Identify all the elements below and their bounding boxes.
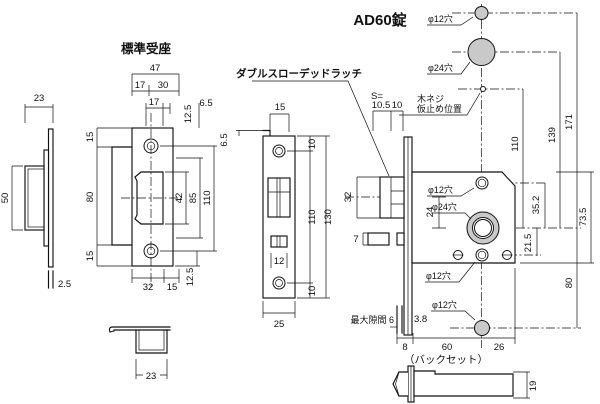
label-hole24-body: φ24穴 bbox=[432, 201, 457, 212]
body-hole-12-top bbox=[475, 176, 489, 190]
product-title: AD60錠 bbox=[353, 11, 406, 29]
dim-body-s2: 10 bbox=[392, 100, 403, 111]
dim-body-v171: 171 bbox=[564, 114, 575, 130]
body-hole-12-lower bbox=[475, 248, 489, 262]
label-hole24-top: φ24穴 bbox=[428, 62, 453, 73]
deadlatch-trigger-inner bbox=[396, 232, 405, 246]
latch-front-view: ダブルスローデッドラッチ 6.5 15 12 25 10 110 130 10 bbox=[219, 67, 390, 330]
prep-hole-24 bbox=[467, 38, 496, 66]
bolt-side-body bbox=[413, 370, 514, 397]
dim-body-s1: 10.5 bbox=[372, 100, 391, 111]
latch-bolt bbox=[379, 176, 405, 219]
prep-hole-12-bottom bbox=[474, 320, 490, 336]
strike-title: 標準受座 bbox=[121, 41, 172, 56]
dim-latch-holes110: 110 bbox=[307, 209, 318, 224]
label-hole12-body-lower: φ12穴 bbox=[426, 270, 451, 281]
dim-strike-cut-w: 17 bbox=[149, 97, 160, 108]
label-hole12-top: φ12穴 bbox=[428, 13, 453, 24]
dim-strike-left80: 80 bbox=[85, 192, 96, 203]
latch-trigger-opening bbox=[270, 235, 288, 248]
label-s-prefix: S= bbox=[371, 91, 383, 102]
latch-bolt-opening bbox=[267, 177, 291, 218]
dim-latch-lip: 6.5 bbox=[219, 133, 230, 146]
latch-screw-hole-bottom bbox=[272, 276, 286, 290]
dim-strike-holes110: 110 bbox=[202, 190, 213, 205]
dim-strike-side-width: 23 bbox=[34, 93, 45, 104]
dim-strike-left15t: 15 bbox=[85, 132, 96, 143]
lock-body-view: AD60錠 S= 10.5 10 32 7 24 bbox=[343, 4, 594, 366]
label-wood-screw-1: 木ネジ bbox=[417, 93, 444, 104]
dim-strike-bot12-5: 12.5 bbox=[185, 268, 196, 287]
strike-latch-cutout bbox=[134, 171, 164, 225]
dust-cup-flange bbox=[108, 326, 171, 333]
dim-strike-side-height: 50 bbox=[0, 193, 11, 204]
dim-strike-total-w: 47 bbox=[150, 63, 161, 74]
dim-latch-bot10: 10 bbox=[307, 286, 318, 297]
wood-screw-position bbox=[480, 86, 486, 92]
dim-bolt-side-height: 19 bbox=[528, 381, 539, 392]
dim-body-plate-t: 3.8 bbox=[414, 314, 427, 325]
dim-strike-bot32: 32 bbox=[143, 282, 154, 293]
backset-caption: （バックセット） bbox=[404, 354, 488, 366]
label-max-gap: 最大隙間 6 bbox=[350, 314, 394, 325]
label-wood-screw-2: 仮止め位置 bbox=[417, 103, 462, 114]
latch-lip bbox=[262, 129, 271, 137]
dim-body-v35-2: 35.2 bbox=[531, 196, 542, 215]
strike-side-view: 23 50 2.5 bbox=[0, 93, 71, 290]
dim-dust-cup-width: 23 bbox=[146, 371, 157, 382]
dim-body-v73-5: 73.5 bbox=[578, 208, 589, 227]
dim-body-w26: 26 bbox=[494, 342, 505, 353]
dim-body-c2c24: 24 bbox=[425, 207, 436, 218]
label-hole12-body-top: φ12穴 bbox=[428, 184, 453, 195]
dim-strike-top12-5: 12.5 bbox=[183, 105, 194, 124]
latch-label-leader bbox=[252, 80, 390, 177]
strike-side-flange bbox=[43, 149, 50, 247]
dim-body-v139: 139 bbox=[547, 127, 558, 143]
strike-box-outline bbox=[111, 146, 133, 246]
dust-cup-view: 23 bbox=[108, 326, 171, 382]
latch-title: ダブルスローデッドラッチ bbox=[236, 67, 362, 80]
dim-body-v80: 80 bbox=[564, 278, 575, 289]
dim-strike-w17: 17 bbox=[135, 80, 146, 91]
dim-strike-off6-5: 6.5 bbox=[199, 98, 212, 109]
dim-body-v21-5: 21.5 bbox=[523, 234, 534, 253]
prep-hole-12-top bbox=[474, 6, 489, 20]
strike-front-view: 標準受座 47 17 30 17 6.5 12.5 42 85 110 12.5… bbox=[85, 41, 217, 293]
latch-screw-hole-top bbox=[272, 144, 286, 158]
dim-strike-mid85: 85 bbox=[188, 193, 199, 204]
dim-body-v110: 110 bbox=[510, 136, 521, 151]
dim-latch-top-w: 15 bbox=[275, 102, 286, 113]
dust-cup-body bbox=[135, 329, 168, 354]
dim-latch-bolt-w: 12 bbox=[274, 256, 285, 267]
strike-side-plate bbox=[47, 128, 54, 268]
dim-body-w8: 8 bbox=[402, 342, 407, 353]
dim-strike-left15b: 15 bbox=[85, 251, 96, 262]
label-hole12-bottom: φ12穴 bbox=[432, 299, 457, 310]
bolt-side-view: 19 bbox=[392, 365, 539, 403]
dim-strike-bot15: 15 bbox=[167, 282, 178, 293]
dim-latch-width25: 25 bbox=[274, 319, 285, 330]
dim-latch-top10: 10 bbox=[307, 139, 318, 150]
dim-body-trigger: 7 bbox=[353, 234, 358, 245]
dim-body-latch-h: 32 bbox=[343, 192, 354, 203]
dim-strike-cut42: 42 bbox=[174, 193, 185, 204]
bolt-side-bevel bbox=[392, 371, 409, 397]
deadlatch-trigger bbox=[367, 232, 390, 246]
dim-latch-height130: 130 bbox=[323, 209, 334, 225]
dim-body-backset60: 60 bbox=[442, 342, 453, 353]
dim-strike-side-thickness: 2.5 bbox=[58, 279, 71, 290]
dim-strike-w30: 30 bbox=[158, 80, 169, 91]
